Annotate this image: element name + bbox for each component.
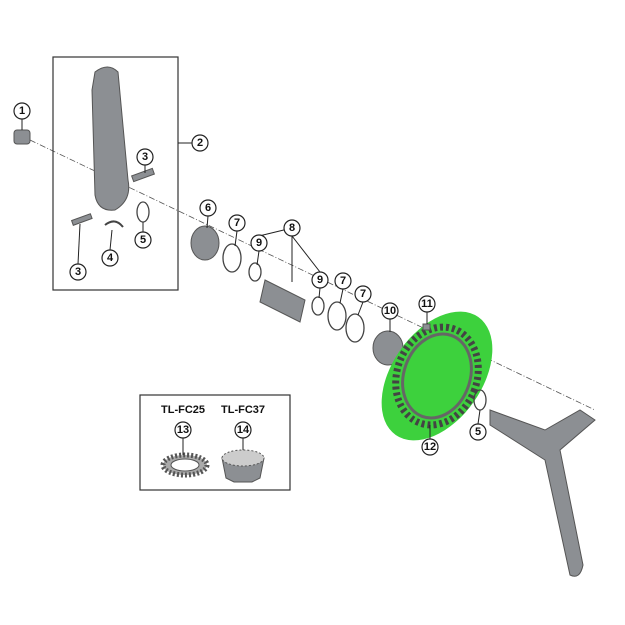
callout-7-c: 7 [354,285,372,303]
chainring-teeth [392,323,482,429]
safety-plate [104,220,124,228]
inner-cover-right [311,296,325,316]
callout-7-a: 7 [228,214,246,232]
adapter-tool-top [221,449,265,467]
svg-text:14: 14 [237,424,250,436]
spacer-ring [327,301,347,331]
svg-text:6: 6 [205,202,211,214]
right-crank-arm [489,409,596,577]
svg-text:8: 8 [289,222,295,234]
callout-5-right: 5 [469,423,487,441]
crank-cap-bolt [13,129,31,145]
svg-text:7: 7 [340,275,346,287]
callout-13: 13 [174,421,192,439]
callout-9-a: 9 [250,234,268,252]
svg-text:7: 7 [360,288,366,300]
svg-text:3: 3 [75,266,81,278]
svg-text:13: 13 [177,424,189,436]
svg-text:5: 5 [475,426,481,438]
inner-cover-left [248,262,262,282]
callout-4: 4 [101,249,119,267]
callout-1: 1 [13,102,31,120]
svg-text:2: 2 [197,137,203,149]
callout-10: 10 [381,302,399,320]
svg-text:9: 9 [256,237,262,249]
svg-text:7: 7 [234,217,240,229]
chainring [401,332,473,420]
callout-6: 6 [199,199,217,217]
spacer-ring [345,313,365,343]
spacer-ring [222,243,242,273]
left-crank-arm [91,66,130,211]
leader-lines [21,119,481,455]
adapter-left [190,225,220,261]
pinch-bolt [130,167,156,183]
left-crank-box [52,56,179,291]
callout-8: 8 [283,219,301,237]
svg-text:9: 9 [317,274,323,286]
callout-3-lower: 3 [69,263,87,281]
svg-text:10: 10 [384,305,396,317]
wave-washer [136,201,150,223]
tools-box [139,394,291,491]
callout-2: 2 [191,134,209,152]
callout-3-upper: 3 [136,148,154,166]
chainring-bolt [422,323,431,331]
svg-text:11: 11 [421,298,433,310]
callout-5-left: 5 [134,231,152,249]
callout-12: 12 [421,438,439,456]
svg-text:4: 4 [107,252,114,264]
pinch-bolt [70,213,93,226]
svg-text:5: 5 [140,234,146,246]
wave-washer-right [473,389,487,411]
lockring-tool-hole [170,458,200,472]
svg-text:1: 1 [19,105,25,117]
svg-text:12: 12 [424,441,436,453]
tool-name-tl-fc37: TL-FC37 [221,404,265,416]
svg-text:3: 3 [142,151,148,163]
callout-9-b: 9 [311,271,329,289]
callout-14: 14 [234,421,252,439]
callout-11: 11 [418,295,436,313]
callout-7-b: 7 [334,272,352,290]
inner-cover-tube [259,279,306,323]
tool-name-tl-fc25: TL-FC25 [161,404,205,416]
chainring-highlight [381,311,493,441]
